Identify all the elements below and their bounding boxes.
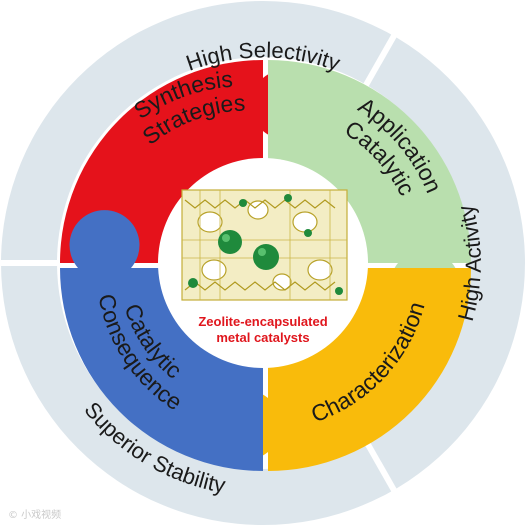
center-label-line2: metal catalysts — [216, 330, 310, 345]
ring-divider — [363, 32, 398, 87]
watermark: © 小戏视频 — [8, 510, 62, 521]
metal-nanoparticles — [188, 194, 343, 295]
center-label: Zeolite-encapsulated metal catalysts — [183, 314, 343, 346]
ring-divider — [363, 439, 398, 494]
center-label-line1: Zeolite-encapsulated — [198, 314, 328, 329]
